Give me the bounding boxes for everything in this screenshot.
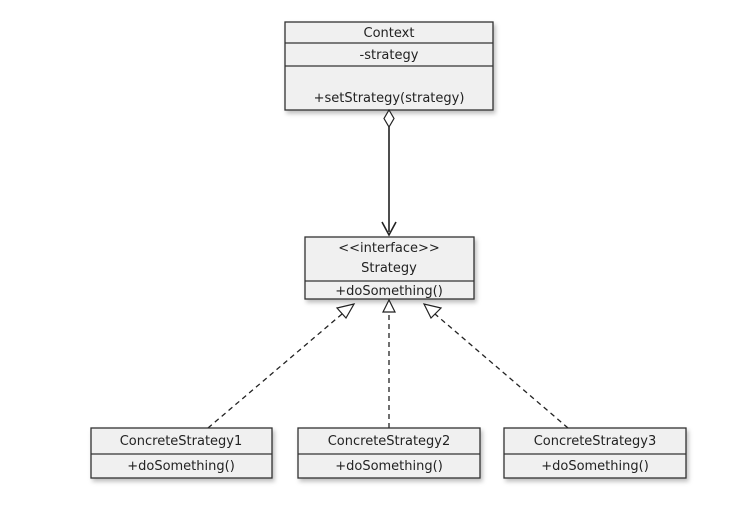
concrete-strategy-1-operation: +doSomething() bbox=[127, 459, 235, 474]
strategy-class-name: Strategy bbox=[361, 261, 417, 276]
realization-arrowhead-3 bbox=[422, 303, 443, 320]
context-class[interactable]: Context -strategy +setStrategy(strategy) bbox=[284, 21, 494, 111]
concrete-strategy-2-operation: +doSomething() bbox=[335, 459, 443, 474]
strategy-operation: +doSomething() bbox=[335, 284, 443, 299]
concrete-strategy-1-name: ConcreteStrategy1 bbox=[120, 434, 243, 449]
strategy-interface[interactable]: <<interface>> Strategy +doSomething() bbox=[304, 236, 475, 300]
realization-arrowhead-2 bbox=[382, 298, 396, 313]
navigation-arrowhead bbox=[381, 221, 397, 237]
context-operation: +setStrategy(strategy) bbox=[314, 91, 465, 106]
concrete-strategy-1-class[interactable]: ConcreteStrategy1 +doSomething() bbox=[90, 427, 273, 479]
concrete-strategy-2-name: ConcreteStrategy2 bbox=[328, 434, 451, 449]
concrete-strategy-3-operation: +doSomething() bbox=[541, 459, 649, 474]
strategy-stereotype: <<interface>> bbox=[338, 241, 440, 256]
concrete-strategy-3-name: ConcreteStrategy3 bbox=[534, 434, 657, 449]
context-attribute: -strategy bbox=[360, 48, 419, 63]
realization-line-3 bbox=[434, 313, 569, 429]
realization-line-1 bbox=[207, 313, 343, 429]
concrete-strategy-2-class[interactable]: ConcreteStrategy2 +doSomething() bbox=[297, 427, 481, 479]
realization-relations bbox=[207, 298, 569, 429]
context-class-name: Context bbox=[364, 26, 415, 41]
aggregation-diamond bbox=[383, 108, 395, 129]
concrete-strategy-3-class[interactable]: ConcreteStrategy3 +doSomething() bbox=[503, 427, 687, 479]
realization-arrowhead-1 bbox=[335, 303, 356, 320]
aggregation-relation bbox=[381, 108, 397, 237]
